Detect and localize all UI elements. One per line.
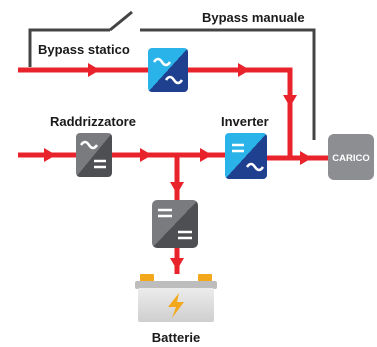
- battery-icon: [135, 274, 217, 322]
- static-switch: [148, 48, 188, 92]
- static-bypass-line: [18, 63, 297, 158]
- dc-ac-inverter-icon: [232, 143, 265, 172]
- arrow-right-icon: [300, 151, 312, 165]
- arrow-right-icon: [238, 63, 250, 77]
- dc-dc-converter: [152, 200, 198, 248]
- arrow-down-icon: [170, 258, 184, 270]
- open-switch-icon: [109, 10, 133, 32]
- lightning-bolt-icon: [168, 293, 184, 318]
- arrow-right-icon: [44, 148, 56, 162]
- arrow-right-icon: [140, 148, 152, 162]
- label-raddrizzatore: Raddrizzatore: [50, 114, 136, 129]
- arrow-down-icon: [170, 182, 184, 194]
- inverter: [225, 133, 267, 179]
- label-bypass-statico: Bypass statico: [38, 42, 130, 57]
- manual-bypass-line: [28, 10, 316, 140]
- arrow-right-icon: [88, 63, 100, 77]
- arrow-right-icon: [200, 148, 212, 162]
- carico-load: [328, 134, 374, 180]
- label-inverter: Inverter: [221, 114, 269, 129]
- dc-dc-converter-icon: [158, 208, 192, 240]
- arrow-down-icon: [283, 95, 297, 107]
- label-batterie: Batterie: [152, 330, 200, 345]
- ac-ac-switch-icon: [152, 57, 184, 85]
- label-bypass-manuale: Bypass manuale: [202, 10, 305, 25]
- rectifier: [76, 133, 112, 177]
- label-carico: CARICO: [332, 153, 369, 164]
- ac-dc-rectifier-icon: [79, 140, 106, 169]
- main-power-line: [18, 148, 328, 274]
